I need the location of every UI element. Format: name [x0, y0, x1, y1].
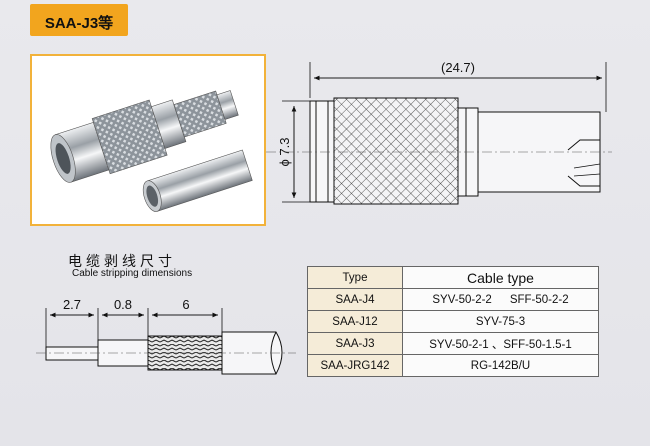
product-title: SAA-J3等 — [44, 15, 114, 32]
header-type: Type — [307, 266, 403, 289]
length-label: (24.7) — [441, 60, 475, 75]
stripping-title-en: Cable stripping dimensions — [72, 268, 193, 279]
header-cable-type: Cable type — [402, 266, 599, 289]
table-row: SAA-J4 SYV-50-2-2 SFF-50-2-2 — [307, 288, 599, 311]
diameter-dimension: ϕ 7.3 — [277, 100, 310, 203]
stripping-title-cn: 电缆剥线尺寸 — [68, 253, 176, 269]
strip-dim-2: 0.8 — [114, 297, 132, 312]
product-title-tab: SAA-J3等 — [30, 4, 128, 36]
row-cable: SYV-75-3 — [402, 310, 599, 333]
table-header-row: Type Cable type — [307, 266, 599, 289]
row-cable: SYV-50-2-1 、SFF-50-1.5-1 — [402, 332, 599, 355]
row-cable-a: SYV-50-2-2 — [432, 293, 492, 306]
row-type: SAA-J4 — [307, 288, 403, 311]
table-row: SAA-J12 SYV-75-3 — [307, 310, 599, 333]
row-type: SAA-J3 — [307, 332, 403, 355]
connector-outline — [266, 97, 612, 205]
row-cable: SYV-50-2-2 SFF-50-2-2 — [402, 288, 599, 311]
row-type: SAA-JRG142 — [307, 354, 403, 377]
table-row: SAA-JRG142 RG-142B/U — [307, 354, 599, 377]
cable-type-table: Type Cable type SAA-J4 SYV-50-2-2 SFF-50-… — [307, 266, 599, 377]
length-dimension: (24.7) — [309, 60, 607, 112]
row-type: SAA-J12 — [307, 310, 403, 333]
strip-dim-3: 6 — [182, 297, 189, 312]
strip-dim-1: 2.7 — [63, 297, 81, 312]
connector-photo — [30, 54, 266, 226]
row-cable-b: SFF-50-2-2 — [509, 293, 569, 306]
row-cable: RG-142B/U — [402, 354, 599, 377]
connector-photo-image — [50, 90, 253, 212]
stripping-diagram: 2.7 0.8 6 — [36, 297, 296, 375]
table-row: SAA-J3 SYV-50-2-1 、SFF-50-1.5-1 — [307, 332, 599, 355]
